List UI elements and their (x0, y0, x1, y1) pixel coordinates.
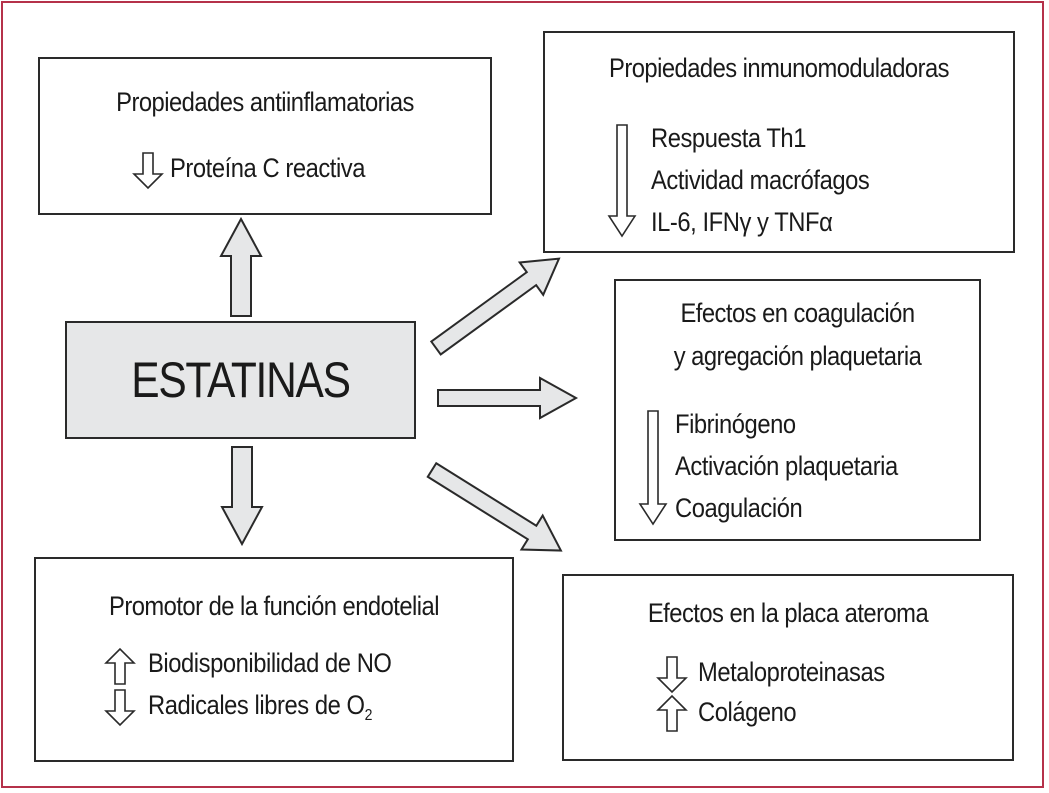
connector-up-arrow-icon (219, 216, 263, 317)
hollow-down-arrow-icon (132, 152, 164, 190)
box-title-line2: y agregación plaquetaria (673, 341, 922, 371)
item-text: Activación plaquetaria (675, 451, 898, 481)
item-text: Biodisponibilidad de NO (148, 648, 392, 678)
item-text: Radicales libres de O2 (148, 690, 372, 725)
hollow-up-arrow-icon (656, 694, 688, 732)
item-text-main: Radicales libres de O (148, 690, 365, 720)
endothelial-box: Promotor de la función endotelial Biodis… (34, 557, 514, 762)
box-title: Promotor de la función endotelial (109, 591, 439, 621)
estatinas-box: ESTATINAS (65, 321, 416, 439)
item-text: Metaloproteinasas (698, 657, 885, 687)
box-title: Propiedades inmunomoduladoras (608, 53, 950, 83)
connector-down-arrow-icon (220, 446, 264, 547)
connector-up-right-arrow-icon (429, 257, 561, 356)
hollow-down-arrow-icon (104, 689, 136, 727)
immunomodulatory-box: Propiedades inmunomoduladoras Respuesta … (543, 31, 1015, 253)
plaque-box: Efectos en la placa ateroma Metaloprotei… (562, 574, 1014, 761)
item-text: Actividad macrófagos (651, 165, 870, 195)
box-title: Propiedades antiinflamatorias (116, 87, 414, 117)
antiinflammatory-box: Propiedades antiinflamatorias Proteína C… (38, 57, 492, 215)
tall-hollow-down-arrow-icon (607, 124, 637, 238)
center-label: ESTATINAS (131, 352, 351, 408)
item-text: Fibrinógeno (675, 409, 796, 439)
item-text: Proteína C reactiva (170, 153, 366, 183)
subscript: 2 (364, 707, 373, 724)
item-text: Colágeno (698, 697, 797, 727)
coagulation-box: Efectos en coagulación y agregación plaq… (614, 279, 981, 541)
item-text: Respuesta Th1 (651, 123, 806, 153)
hollow-down-arrow-icon (656, 656, 688, 694)
hollow-up-arrow-icon (104, 647, 136, 685)
item-text: IL-6, IFNγ y TNFα (651, 207, 833, 237)
box-title: Efectos en la placa ateroma (647, 598, 929, 628)
item-text: Coagulación (675, 493, 803, 523)
tall-hollow-down-arrow-icon (638, 410, 668, 526)
connector-right-arrow-icon (437, 376, 579, 420)
connector-down-right-arrow-icon (426, 461, 563, 552)
box-title-line1: Efectos en coagulación (680, 298, 915, 328)
